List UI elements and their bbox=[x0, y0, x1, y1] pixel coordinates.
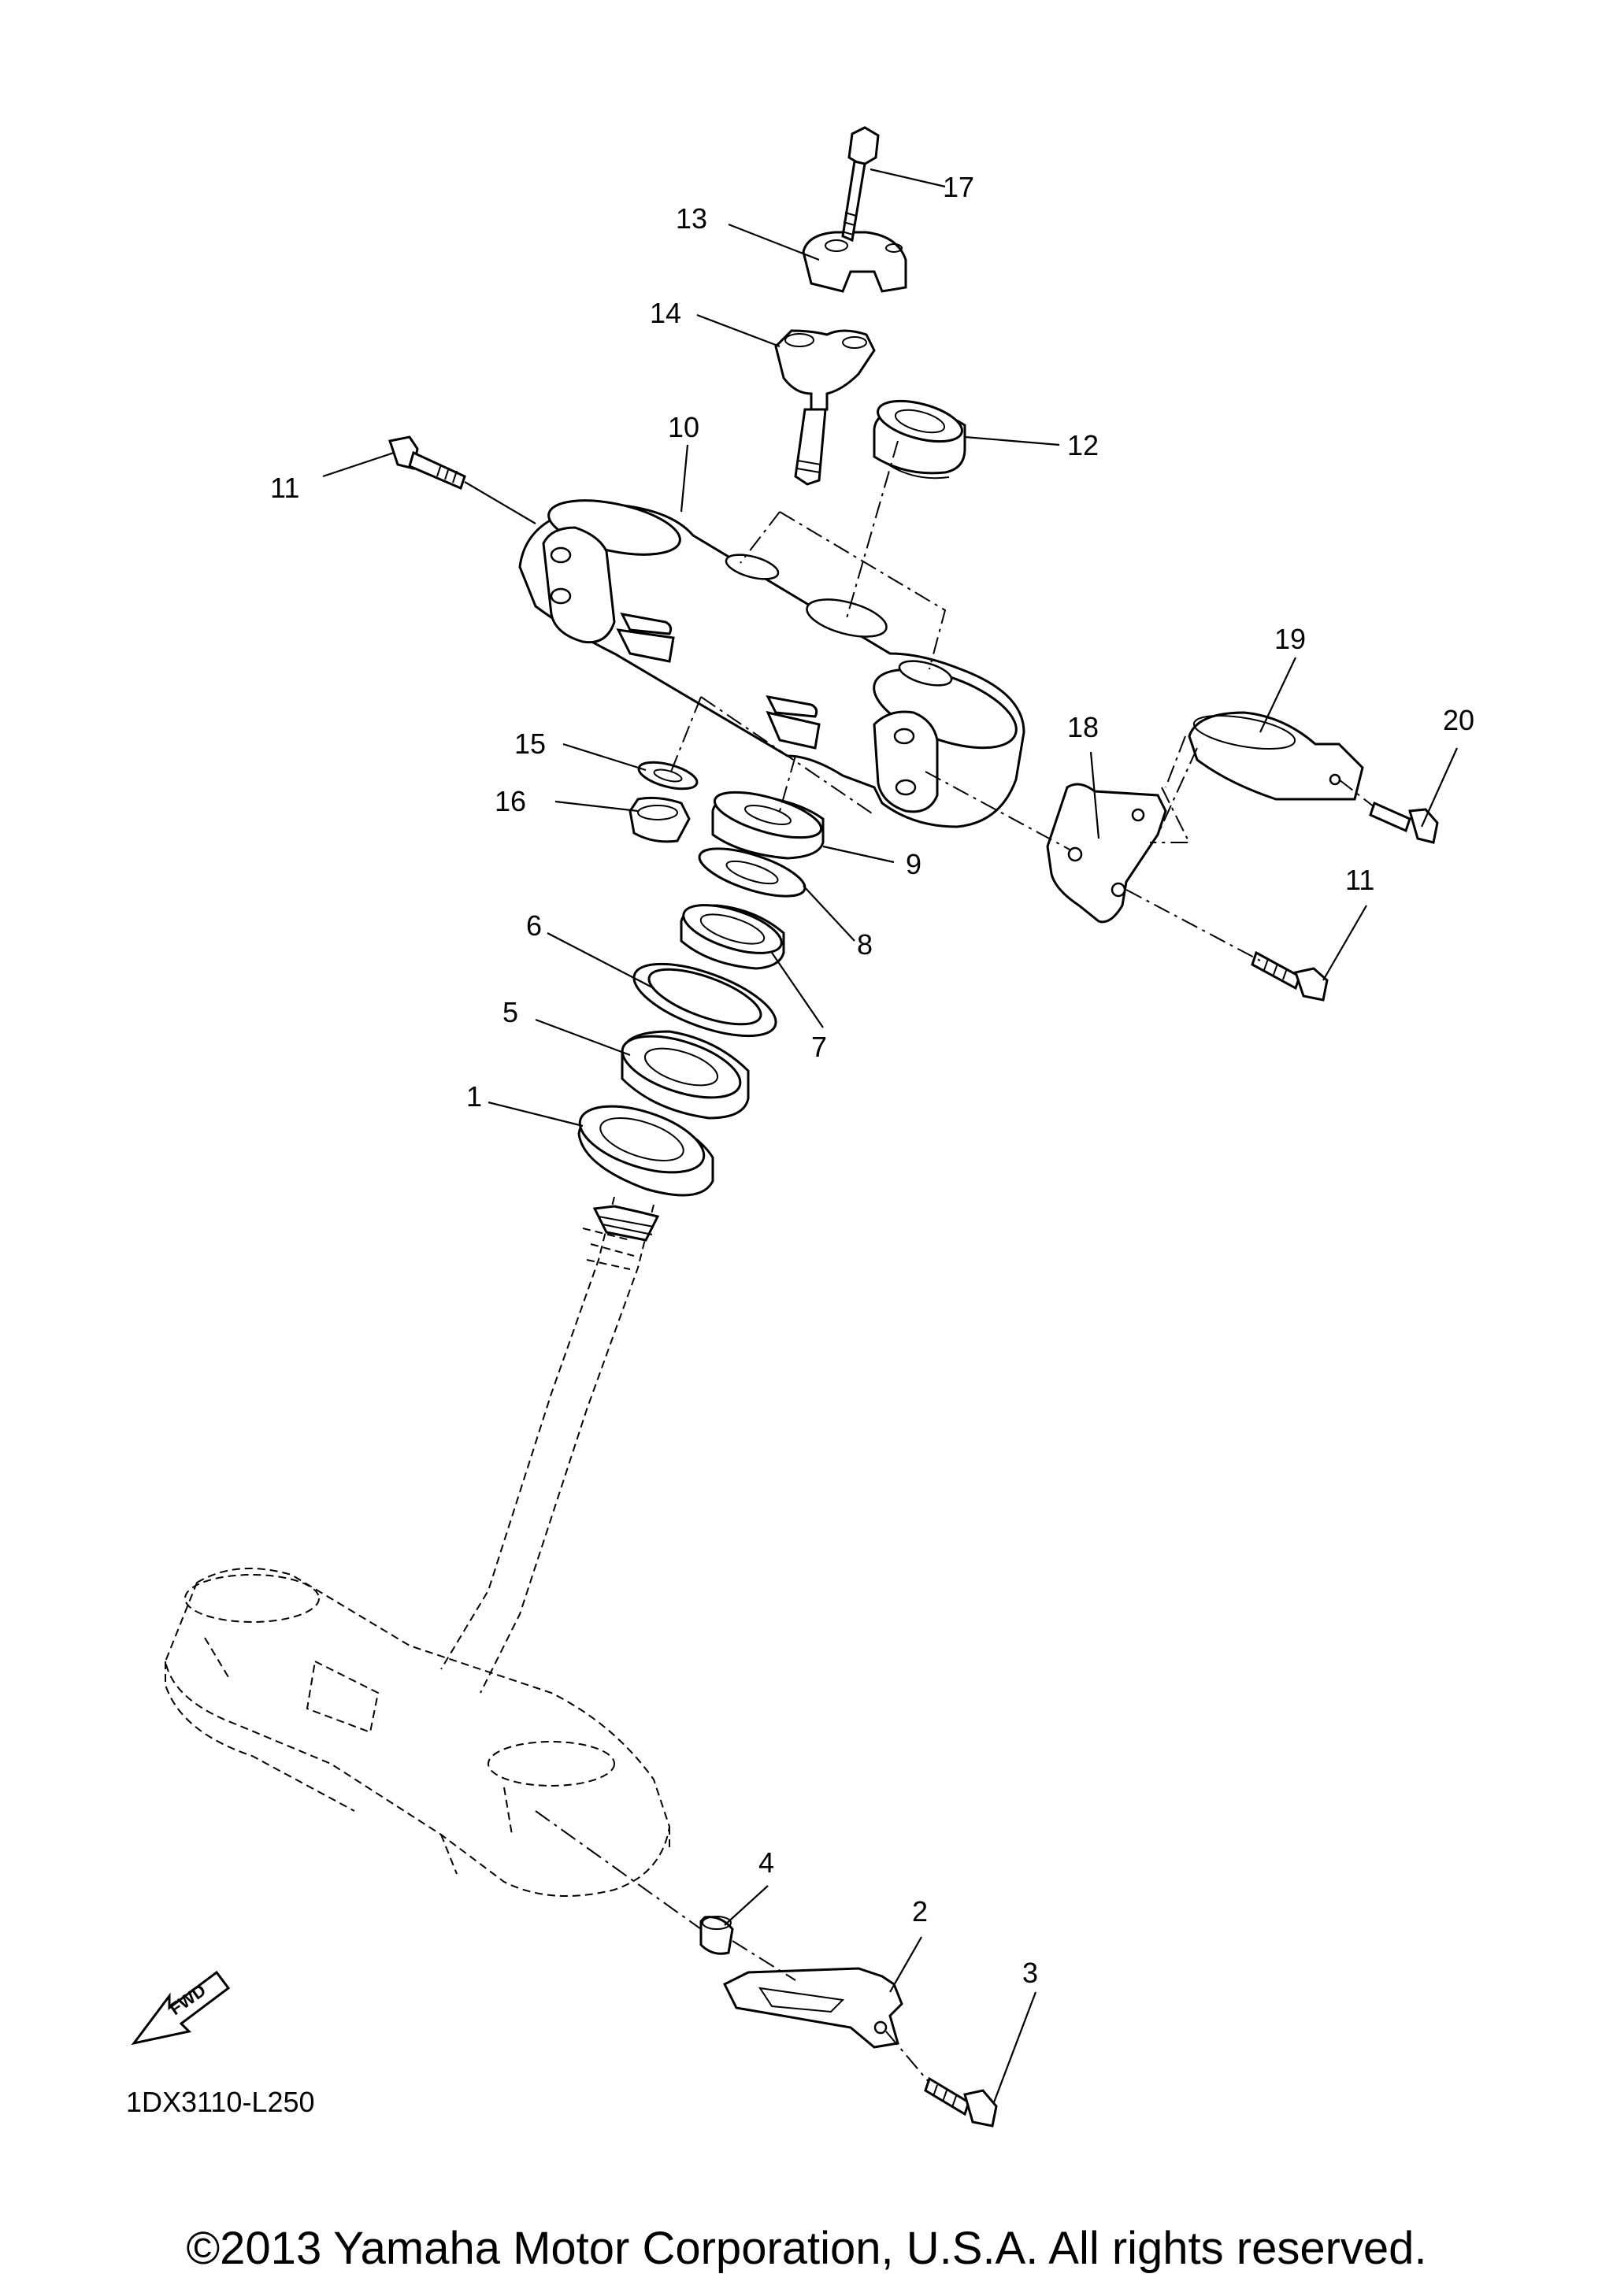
callout-13: 13 bbox=[676, 202, 707, 235]
callout-20: 20 bbox=[1443, 704, 1474, 736]
callout-19: 19 bbox=[1274, 623, 1306, 655]
drawing-code: 1DX3110-L250 bbox=[126, 2086, 315, 2118]
callout-3: 3 bbox=[1022, 1957, 1038, 1989]
part-9-collar bbox=[711, 791, 825, 860]
part-5-bearing bbox=[621, 1030, 750, 1120]
part-6-seal bbox=[632, 962, 777, 1038]
part-19-clamp bbox=[1188, 711, 1364, 801]
part-11-bolt-upper bbox=[388, 435, 466, 491]
callout-15: 15 bbox=[514, 728, 546, 760]
part-1-bearing bbox=[577, 1105, 714, 1197]
callout-4: 4 bbox=[758, 1846, 774, 1879]
callout-11-upper: 11 bbox=[270, 472, 299, 504]
callout-leaders bbox=[322, 168, 1459, 2103]
part-14-handlebar-holder-lower bbox=[774, 329, 876, 486]
part-7-ring-nut bbox=[680, 904, 785, 970]
callout-14: 14 bbox=[650, 297, 681, 329]
assembly-lines bbox=[464, 440, 1375, 2083]
callout-1: 1 bbox=[466, 1080, 482, 1113]
part-8-washer bbox=[698, 847, 806, 898]
part-3-bolt bbox=[924, 2076, 998, 2128]
part-17-bolt bbox=[841, 126, 880, 243]
part-18-bracket bbox=[1046, 783, 1167, 924]
callout-11-lower: 11 bbox=[1345, 864, 1374, 896]
copyright-notice: ©2013 Yamaha Motor Corporation, U.S.A. A… bbox=[186, 2223, 1427, 2274]
callout-8: 8 bbox=[857, 928, 873, 961]
part-16-nut bbox=[629, 796, 691, 843]
part-20-bolt bbox=[1369, 801, 1439, 844]
part-12-steering-nut bbox=[873, 399, 966, 480]
part-13-handlebar-holder-upper bbox=[802, 231, 907, 293]
callout-10: 10 bbox=[668, 411, 699, 443]
steering-stem-top bbox=[592, 1205, 660, 1242]
part-10-upper-bracket bbox=[518, 499, 1025, 828]
callout-labels: 17 13 14 10 12 11 19 18 20 15 16 9 11 8 … bbox=[270, 171, 1474, 1989]
callout-16: 16 bbox=[495, 785, 526, 817]
callout-18: 18 bbox=[1067, 711, 1099, 743]
callout-2: 2 bbox=[912, 1895, 928, 1928]
callout-17: 17 bbox=[943, 171, 974, 203]
callout-7: 7 bbox=[811, 1031, 827, 1063]
callout-12: 12 bbox=[1067, 429, 1099, 461]
part-2-bracket bbox=[722, 1967, 903, 2049]
part-11-bolt-lower bbox=[1251, 950, 1329, 1002]
fwd-arrow: FWD bbox=[131, 1970, 231, 2046]
callout-6: 6 bbox=[526, 909, 542, 942]
under-bracket-phantom bbox=[164, 1196, 671, 1897]
callout-5: 5 bbox=[502, 996, 518, 1028]
part-4-collar bbox=[699, 1916, 734, 1955]
part-15-washer bbox=[637, 761, 699, 791]
callout-9: 9 bbox=[906, 848, 921, 880]
